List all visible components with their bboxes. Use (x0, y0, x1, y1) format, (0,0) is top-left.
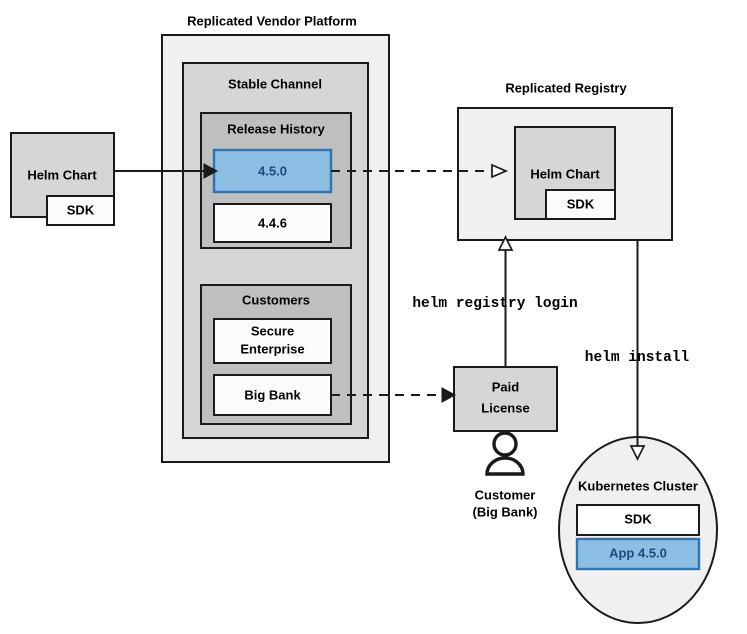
registry-title: Replicated Registry (505, 80, 627, 95)
customer-secure-enterprise-label-line1: Secure (251, 323, 294, 338)
customers-title: Customers (242, 292, 310, 307)
connector-license-to-registry: helm registry login (412, 235, 578, 367)
cluster-app-label: App 4.5.0 (609, 545, 667, 560)
registry-sdk-box (545, 189, 616, 220)
arrowhead-solid-release (203, 163, 219, 179)
arrowhead-open-login (497, 235, 514, 251)
connector-release-to-registry (331, 163, 509, 179)
vendor-platform-title: Replicated Vendor Platform (187, 13, 357, 28)
customer-group: Customer (Big Bank) (473, 431, 538, 519)
source-sdk-label: SDK (67, 202, 95, 217)
registry-sdk-label: SDK (567, 196, 595, 211)
paid-license-box[interactable] (453, 366, 558, 432)
cluster-sdk-box (576, 504, 700, 536)
person-icon (485, 431, 525, 476)
release-450-label: 4.5.0 (258, 163, 287, 178)
source-helm-chart-group: Helm Chart SDK (10, 132, 115, 226)
cluster-app-box (575, 537, 701, 571)
stable-channel-title: Stable Channel (228, 76, 322, 91)
kubernetes-cluster-group: Kubernetes Cluster SDK App 4.5.0 (558, 436, 718, 624)
customer-label-line1: Customer (475, 487, 536, 502)
paid-license-group: Paid License (453, 366, 558, 432)
command-helm-install: helm install (585, 350, 690, 366)
release-446-box[interactable] (213, 203, 332, 243)
arrowhead-solid-license (441, 387, 457, 403)
replicated-registry-group: Replicated Registry Helm Chart SDK (457, 80, 673, 241)
connector-bigbank-to-license (331, 387, 457, 403)
paid-license-label-line2: License (481, 400, 529, 415)
arrowhead-open-registry (491, 163, 509, 179)
registry-helm-chart-label: Helm Chart (530, 166, 600, 181)
command-helm-registry-login: helm registry login (412, 296, 577, 312)
customer-big-bank-label: Big Bank (244, 387, 301, 402)
vendor-platform-group: Replicated Vendor Platform Stable Channe… (161, 13, 390, 463)
customer-secure-enterprise-box[interactable] (213, 318, 332, 364)
arrowhead-open-install (629, 445, 646, 461)
release-history-title: Release History (227, 121, 325, 136)
cluster-sdk-label: SDK (624, 511, 652, 526)
source-helm-chart-label: Helm Chart (27, 167, 97, 182)
connector-chart-to-release (114, 163, 219, 179)
paid-license-label-line1: Paid (492, 379, 520, 394)
connector-registry-to-cluster: helm install (585, 240, 690, 461)
kubernetes-cluster-title: Kubernetes Cluster (578, 478, 698, 493)
release-446-label: 4.4.6 (258, 215, 287, 230)
source-sdk-box (46, 195, 115, 226)
customer-label-line2: (Big Bank) (473, 504, 538, 519)
customer-big-bank-box[interactable] (213, 374, 332, 416)
customer-secure-enterprise-label-line2: Enterprise (240, 341, 304, 356)
